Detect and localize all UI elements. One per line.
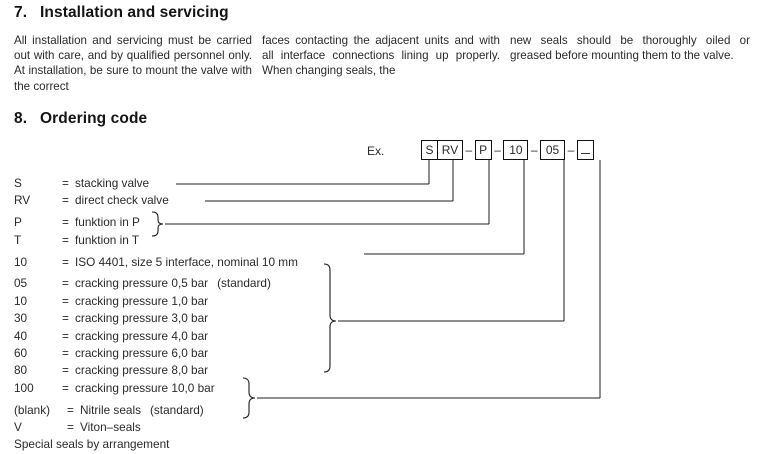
legend-row: S = stacking valve bbox=[14, 175, 298, 192]
legend-footer-text: Special seals by arrangement bbox=[14, 437, 170, 452]
legend-desc: ISO 4401, size 5 interface, nominal 10 m… bbox=[75, 254, 298, 269]
ordering-code-string: S RV – P – 10 – 05 – bbox=[421, 140, 594, 160]
legend-equals: = bbox=[62, 254, 69, 269]
legend-equals: = bbox=[62, 276, 69, 291]
installation-text-3: new seals should be thoroughly oiled or … bbox=[510, 34, 750, 63]
legend-key: T bbox=[14, 232, 22, 247]
code-box-size: 10 bbox=[503, 140, 529, 160]
legend-row: 100 = cracking pressure 10,0 bar bbox=[14, 380, 298, 397]
legend-row: 40 = cracking pressure 4,0 bar bbox=[14, 328, 298, 345]
legend-desc: cracking pressure 1,0 bar bbox=[75, 293, 209, 308]
legend-equals: = bbox=[62, 193, 69, 208]
brace-pressure bbox=[323, 263, 337, 373]
section-7-number: 7. bbox=[14, 4, 28, 21]
legend-desc: cracking pressure 6,0 bar bbox=[75, 346, 209, 361]
legend-desc: cracking pressure 0,5 bar bbox=[75, 276, 209, 291]
legend-key: P bbox=[14, 215, 22, 230]
legend-desc: cracking pressure 4,0 bar bbox=[75, 328, 209, 343]
legend-row: RV = direct check valve bbox=[14, 192, 298, 209]
legend-key: 10 bbox=[14, 293, 28, 308]
section-8-number: 8. bbox=[14, 110, 28, 127]
code-separator-2: – bbox=[494, 143, 501, 157]
code-box-series: S bbox=[421, 140, 438, 160]
code-box-pressure: 05 bbox=[540, 140, 566, 160]
legend-equals: = bbox=[62, 293, 69, 308]
legend-key: 30 bbox=[14, 311, 28, 326]
legend-desc: cracking pressure 3,0 bar bbox=[75, 311, 209, 326]
legend-desc: Viton–seals bbox=[80, 420, 141, 435]
legend-key: (blank) bbox=[14, 402, 51, 417]
code-box-seals bbox=[576, 140, 594, 160]
installation-column-3: new seals should be thoroughly oiled or … bbox=[510, 33, 750, 63]
legend-key: S bbox=[14, 176, 22, 190]
installation-column-2: faces contacting the adjacent units and … bbox=[262, 33, 500, 79]
code-box-type: RV bbox=[438, 140, 463, 160]
legend-row: 60 = cracking pressure 6,0 bar bbox=[14, 345, 298, 362]
legend-equals: = bbox=[62, 215, 69, 230]
legend-equals: = bbox=[67, 420, 74, 435]
ordering-legend: S = stacking valve RV = direct check valve P… bbox=[14, 175, 298, 454]
legend-key: 100 bbox=[14, 380, 34, 395]
legend-row: 10 = cracking pressure 1,0 bar bbox=[14, 293, 298, 310]
section-7-heading: 7. Installation and servicing bbox=[14, 4, 229, 22]
legend-row: 80 = cracking pressure 8,0 bar bbox=[14, 362, 298, 379]
installation-column-1: All installation and servicing must be c… bbox=[14, 33, 252, 94]
legend-equals: = bbox=[62, 346, 69, 361]
legend-equals: = bbox=[62, 380, 69, 395]
legend-row: (blank) = Nitrile seals (standard) bbox=[14, 402, 298, 419]
legend-desc: cracking pressure 8,0 bar bbox=[75, 363, 209, 378]
legend-desc: stacking valve bbox=[75, 176, 150, 190]
legend-row: V = Viton–seals bbox=[14, 419, 298, 436]
legend-key: V bbox=[14, 420, 22, 435]
section-8-heading: 8. Ordering code bbox=[14, 110, 147, 128]
legend-key: 60 bbox=[14, 346, 28, 361]
section-7-title: Installation and servicing bbox=[40, 4, 229, 21]
legend-desc: funktion in P bbox=[75, 215, 140, 230]
legend-desc: direct check valve bbox=[75, 193, 169, 208]
legend-equals: = bbox=[62, 232, 69, 247]
example-label: Ex. bbox=[367, 144, 385, 158]
legend-note: (standard) bbox=[217, 276, 271, 291]
legend-note: (standard) bbox=[149, 402, 204, 417]
legend-key: 40 bbox=[14, 328, 28, 343]
legend-footer-row: Special seals by arrangement bbox=[14, 436, 298, 453]
section-8-title: Ordering code bbox=[40, 110, 148, 127]
legend-row: P = funktion in P bbox=[14, 214, 298, 231]
code-separator-1: – bbox=[465, 143, 473, 157]
legend-row: T = funktion in T bbox=[14, 232, 298, 249]
legend-row: 10 = ISO 4401, size 5 interface, nominal 1… bbox=[14, 254, 298, 271]
legend-key: RV bbox=[14, 193, 31, 208]
code-separator-4: – bbox=[567, 143, 575, 157]
installation-text-2: faces contacting the adjacent units and … bbox=[262, 34, 500, 78]
legend-equals: = bbox=[67, 402, 74, 417]
legend-desc: Nitrile seals bbox=[80, 402, 141, 417]
code-box-function: P bbox=[474, 140, 492, 160]
legend-desc: cracking pressure 10,0 bar bbox=[75, 380, 215, 395]
legend-equals: = bbox=[62, 363, 69, 378]
legend-key: 80 bbox=[14, 363, 28, 378]
legend-equals: = bbox=[62, 311, 69, 326]
legend-equals: = bbox=[62, 328, 69, 343]
legend-desc: funktion in T bbox=[75, 232, 140, 247]
code-separator-3: – bbox=[530, 143, 538, 157]
legend-row: 30 = cracking pressure 3,0 bar bbox=[14, 310, 298, 327]
legend-row: 05 = cracking pressure 0,5 bar (standard) bbox=[14, 275, 298, 292]
legend-key: 05 bbox=[14, 276, 28, 291]
installation-text-1: All installation and servicing must be c… bbox=[14, 34, 252, 93]
legend-equals: = bbox=[62, 176, 69, 190]
legend-key: 10 bbox=[14, 254, 28, 269]
